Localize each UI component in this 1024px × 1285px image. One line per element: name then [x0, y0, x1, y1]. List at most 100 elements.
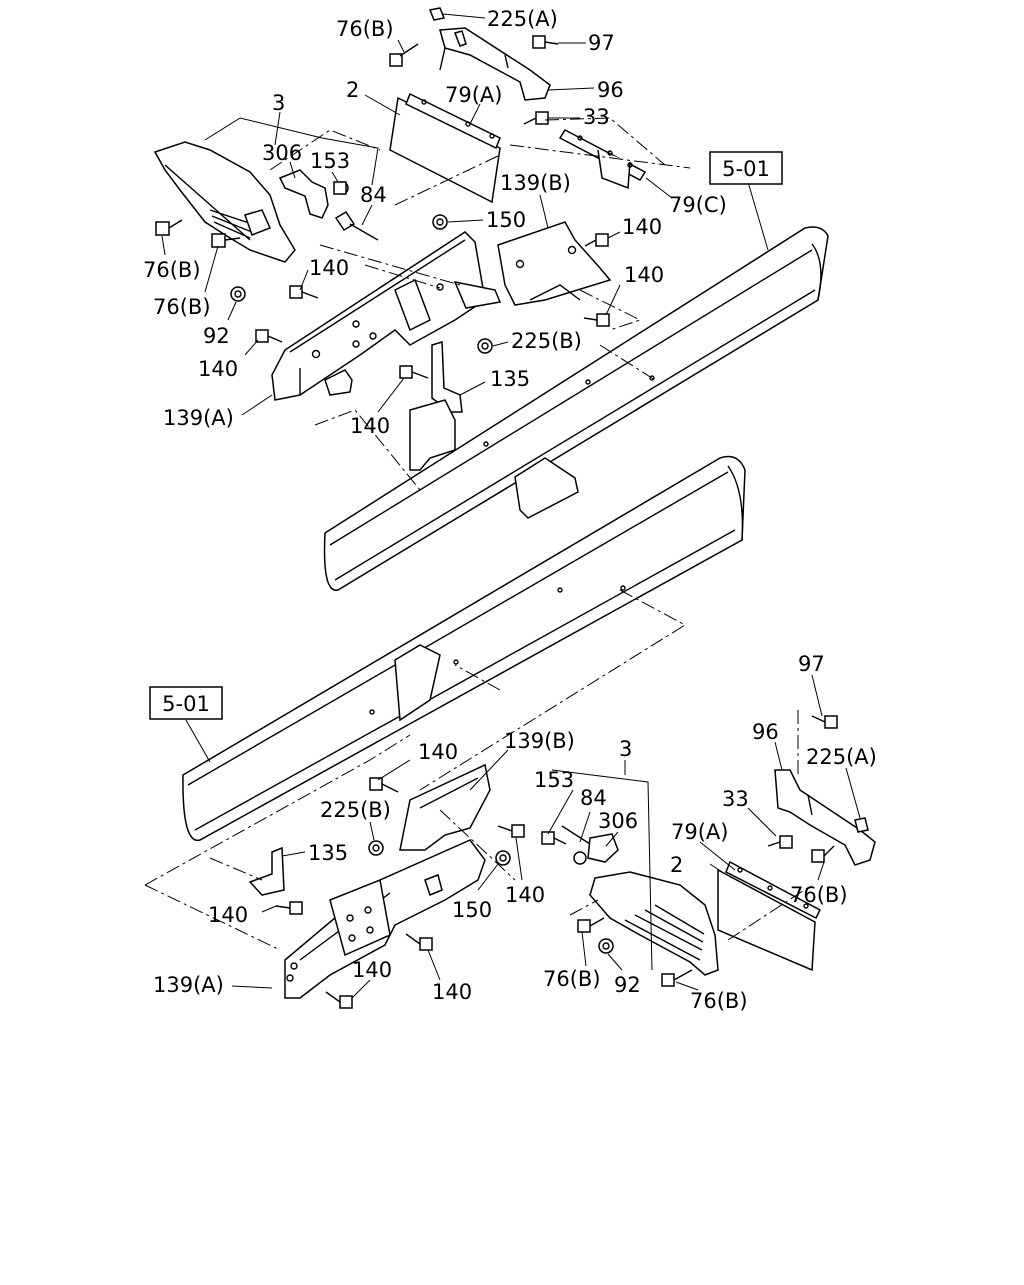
callout-135: 135	[490, 367, 530, 391]
callout-140: 140	[505, 883, 545, 907]
bolt-icon	[767, 835, 793, 849]
callouts-top: 225(A) 76(B) 97 96 2 79(A) 33 3 306 153 …	[143, 7, 727, 438]
bolt-icon	[541, 831, 567, 845]
frame-rail-lower	[182, 455, 746, 841]
callout-140: 140	[208, 903, 248, 927]
bolts-top	[155, 35, 610, 379]
centerlines-top	[269, 117, 691, 491]
centerlines-bottom	[144, 589, 813, 951]
ref-label-bottom: 5-01	[162, 692, 210, 716]
bolt-icon	[583, 313, 610, 327]
bracket-139b-bottom	[399, 763, 491, 851]
bolt-icon	[255, 329, 283, 343]
bolt-icon	[275, 901, 303, 915]
bolt-icon	[497, 824, 525, 838]
bolt-icon	[289, 285, 319, 299]
callout-306: 306	[598, 809, 638, 833]
bracket-96-top	[428, 7, 551, 101]
callout-33: 33	[722, 787, 749, 811]
bolt-icon	[369, 777, 399, 793]
ref-label-top: 5-01	[722, 157, 770, 181]
bolt-icon	[811, 845, 835, 863]
callouts-bottom: 97 96 225(A) 140 139(B) 3 33 153 84 225(…	[153, 652, 877, 1013]
bolt-icon	[405, 933, 433, 951]
bolt-icon	[389, 43, 419, 67]
callout-96: 96	[597, 78, 624, 102]
cross-member-top	[409, 399, 456, 471]
bracket-96-bottom	[774, 769, 876, 866]
callout-76b: 76(B)	[790, 883, 848, 907]
nut-icon	[598, 938, 614, 954]
top-assembly: 5-01 225(A) 76(B) 97 96 2 79(A) 33 3 306…	[143, 7, 829, 591]
callout-140: 140	[418, 740, 458, 764]
bolt-icon	[325, 991, 353, 1009]
callout-140: 140	[622, 215, 662, 239]
bolts-bottom	[275, 715, 838, 1009]
strip-79c-top	[558, 129, 647, 190]
nut-icon	[432, 214, 448, 230]
callout-306: 306	[262, 141, 302, 165]
callout-139a: 139(A)	[153, 973, 224, 997]
callout-140: 140	[350, 414, 390, 438]
ref-box-top: 5-01	[709, 151, 783, 185]
bolt-icon	[211, 233, 241, 248]
callout-139b: 139(B)	[504, 729, 575, 753]
callout-2: 2	[346, 78, 359, 102]
callout-92: 92	[203, 324, 230, 348]
callout-84: 84	[580, 786, 607, 810]
callout-84: 84	[360, 183, 387, 207]
bolt-icon	[577, 917, 605, 933]
plate-2-top	[389, 92, 501, 204]
leaders-bottom	[185, 674, 861, 999]
callout-153: 153	[310, 149, 350, 173]
nut-icon	[230, 286, 246, 302]
callout-76b: 76(B)	[143, 258, 201, 282]
callout-150: 150	[452, 898, 492, 922]
callout-2: 2	[670, 853, 683, 877]
callout-76b: 76(B)	[336, 17, 394, 41]
callout-153: 153	[534, 768, 574, 792]
callout-33: 33	[583, 105, 610, 129]
callout-140: 140	[432, 980, 472, 1004]
callout-225b: 225(B)	[511, 329, 582, 353]
nut-icon	[368, 840, 384, 856]
callout-79a: 79(A)	[671, 820, 728, 844]
callout-139b: 139(B)	[500, 171, 571, 195]
bolt-icon	[333, 181, 347, 195]
nut-icon	[495, 850, 511, 866]
bracket-139b-top	[497, 221, 612, 306]
bolt-icon	[661, 969, 693, 987]
bracket-139a-bottom	[284, 839, 486, 999]
bracket-139a-top	[271, 231, 502, 401]
callout-3: 3	[619, 737, 632, 761]
bolt-icon	[399, 365, 429, 379]
bolt-icon	[523, 111, 549, 125]
leaders-top	[161, 13, 769, 416]
mudguard-3-top	[153, 141, 296, 263]
callout-76b: 76(B)	[690, 989, 748, 1013]
callout-79c: 79(C)	[669, 193, 727, 217]
callout-139a: 139(A)	[163, 406, 234, 430]
callout-76b: 76(B)	[543, 967, 601, 991]
callout-150: 150	[486, 208, 526, 232]
bolt-icon	[155, 219, 183, 236]
plate-2-bottom	[717, 860, 821, 972]
callout-225a: 225(A)	[487, 7, 558, 31]
callout-3: 3	[272, 91, 285, 115]
mudguard-3-bottom	[589, 871, 719, 976]
callout-97: 97	[798, 652, 825, 676]
callout-140: 140	[624, 263, 664, 287]
bolt-icon	[532, 35, 559, 49]
ref-box-bottom: 5-01	[149, 686, 223, 720]
bolt-icon	[584, 233, 609, 247]
callout-79a: 79(A)	[445, 83, 502, 107]
callout-140: 140	[309, 256, 349, 280]
callout-140: 140	[352, 958, 392, 982]
bottom-assembly: 5-01 97 96 225(A) 140 139(B) 3 33 153 84…	[144, 455, 877, 1013]
bolt-icon	[811, 715, 838, 729]
callout-225a: 225(A)	[806, 745, 877, 769]
callout-96: 96	[752, 720, 779, 744]
bracket-135-bottom	[248, 846, 285, 896]
